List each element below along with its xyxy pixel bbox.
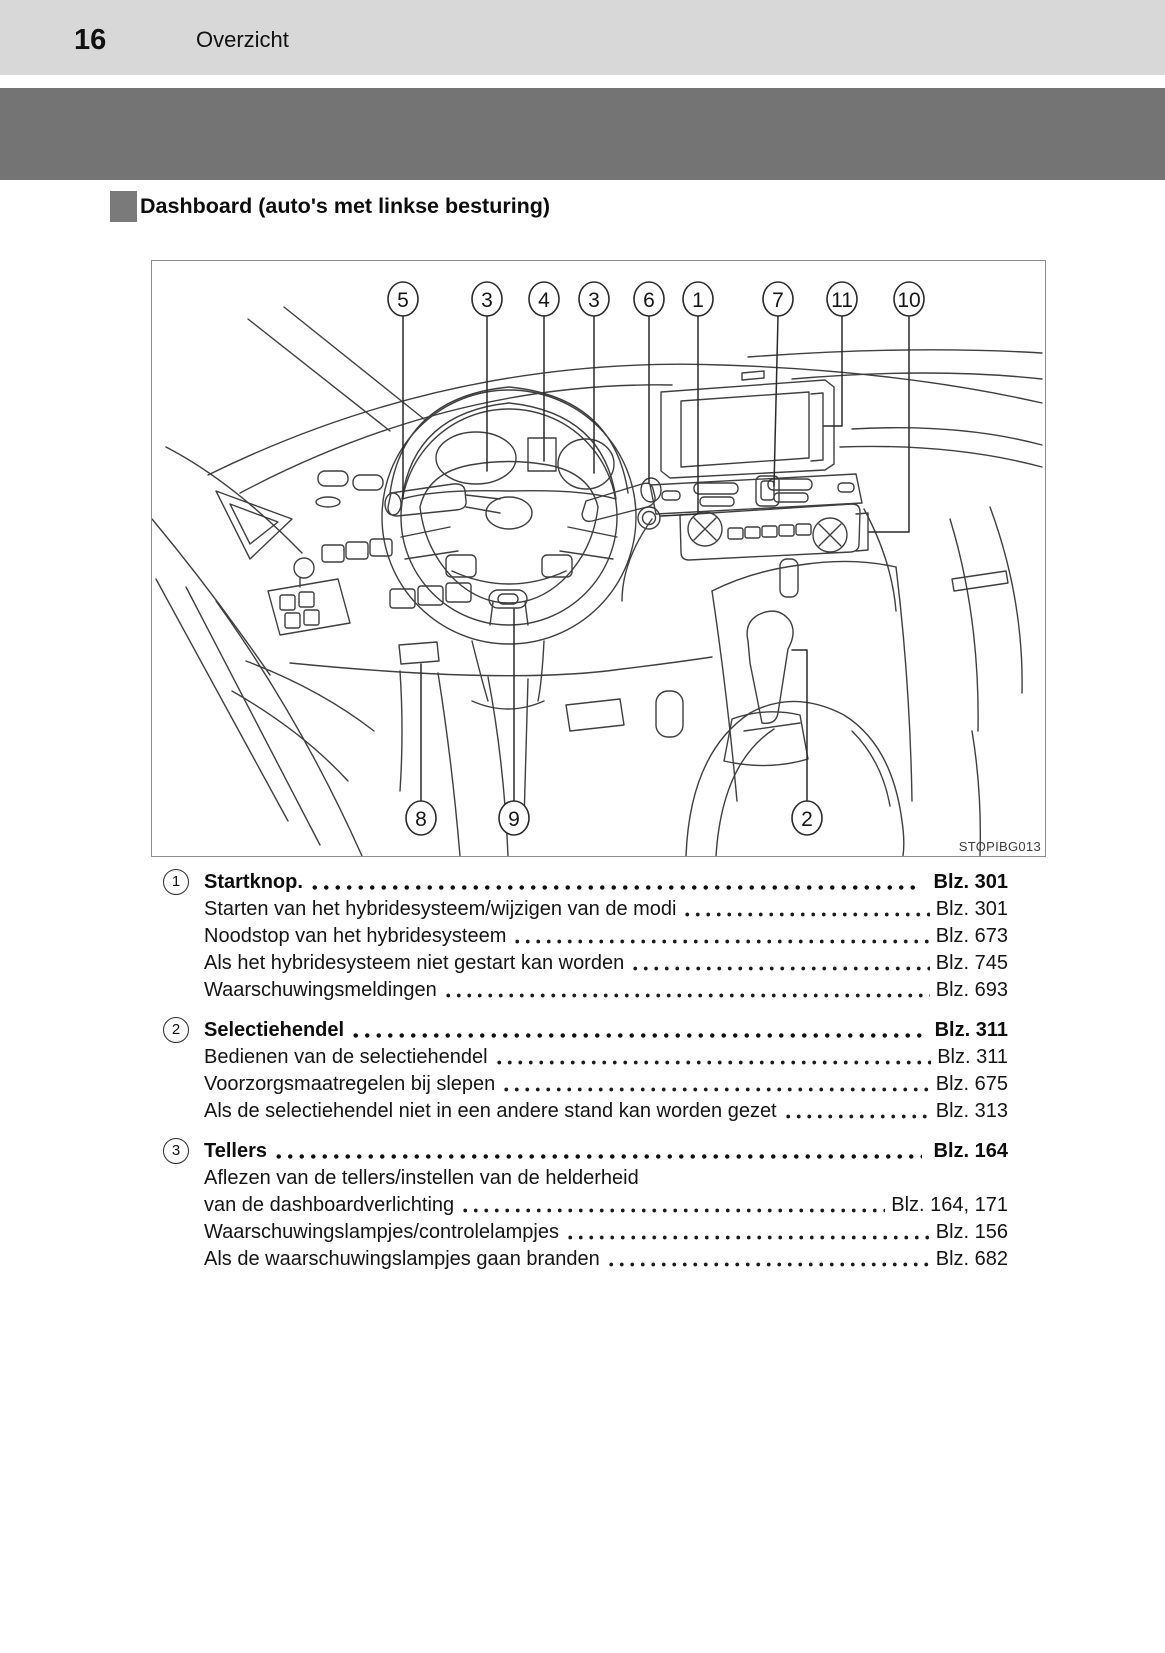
entry-page: Blz. 301 bbox=[933, 871, 1008, 893]
subentry-page: Blz. 693 bbox=[935, 979, 1008, 1001]
subentry-label: van de dashboardverlichting bbox=[204, 1194, 455, 1216]
dot-leader bbox=[564, 1219, 930, 1246]
dot-leader bbox=[273, 1138, 922, 1165]
subentry-label: Waarschuwingslampjes/controlelampjes bbox=[204, 1221, 559, 1243]
toc-entry-selectiehendel: 2 Selectiehendel Blz. 311 bbox=[163, 1016, 1008, 1044]
dot-leader bbox=[630, 950, 930, 977]
toc-subentry: Starten van het hybridesysteem/wijzigen … bbox=[163, 896, 1008, 923]
dashboard-illustration: 5 3 4 3 6 1 7 11 10 8 9 bbox=[152, 281, 1043, 856]
entry-page: Blz. 164 bbox=[933, 1140, 1008, 1162]
dot-leader bbox=[350, 1017, 923, 1044]
toc-subentry: Als de waarschuwingslampjes gaan branden… bbox=[163, 1246, 1008, 1273]
chapter-band bbox=[0, 88, 1165, 180]
dot-leader bbox=[442, 977, 930, 1004]
subentry-label: Starten van het hybridesysteem/wijzigen … bbox=[204, 898, 677, 920]
subentry-page: Blz. 156 bbox=[935, 1221, 1008, 1243]
dashboard-figure: 5 3 4 3 6 1 7 11 10 8 9 bbox=[151, 260, 1046, 857]
legend-list: 1 Startknop. Blz. 301 Starten van het hy… bbox=[163, 868, 1008, 1273]
subentry-label: Voorzorgsmaatregelen bij slepen bbox=[204, 1073, 496, 1095]
callout-4: 4 bbox=[538, 289, 550, 312]
subentry-label: Aflezen van de tellers/instellen van de … bbox=[204, 1167, 639, 1189]
entry-page: Blz. 311 bbox=[934, 1019, 1008, 1041]
subentry-label: Als de selectiehendel niet in een andere… bbox=[204, 1100, 777, 1122]
subentry-page: Blz. 745 bbox=[935, 952, 1008, 974]
shift-lever bbox=[723, 610, 809, 767]
toc-subentry: Bedienen van de selectiehendel Blz. 311 bbox=[163, 1044, 1008, 1071]
center-stack bbox=[621, 370, 897, 612]
header-bar bbox=[0, 0, 1165, 75]
subentry-page: Blz. 164, 171 bbox=[891, 1194, 1008, 1216]
callout-3a: 3 bbox=[481, 289, 493, 312]
callout-10: 10 bbox=[897, 289, 920, 312]
toc-entry-startknop: 1 Startknop. Blz. 301 bbox=[163, 868, 1008, 896]
dot-leader bbox=[493, 1044, 932, 1071]
entry-title: Selectiehendel bbox=[204, 1019, 345, 1041]
page-number: 16 bbox=[74, 24, 107, 56]
stalks bbox=[384, 477, 662, 530]
hazard-switch bbox=[755, 475, 780, 507]
toc-subentry: Waarschuwingsmeldingen Blz. 693 bbox=[163, 977, 1008, 1004]
toc-subentry: Noodstop van het hybridesysteem Blz. 673 bbox=[163, 923, 1008, 950]
callout-8: 8 bbox=[415, 808, 427, 831]
callout-6: 6 bbox=[643, 289, 655, 312]
section-name: Overzicht bbox=[196, 27, 289, 52]
callout-7: 7 bbox=[772, 289, 784, 312]
dot-leader bbox=[782, 1098, 930, 1125]
callout-leaders bbox=[402, 315, 910, 802]
callout-5: 5 bbox=[397, 289, 409, 312]
entry-title: Startknop. bbox=[204, 871, 303, 893]
callout-11: 11 bbox=[831, 289, 853, 312]
square-bullet-icon bbox=[110, 191, 137, 222]
toc-entry-tellers: 3 Tellers Blz. 164 bbox=[163, 1137, 1008, 1165]
subentry-page: Blz. 301 bbox=[935, 898, 1008, 920]
entry-title: Tellers bbox=[204, 1140, 267, 1162]
climate-panel bbox=[679, 503, 861, 561]
callout-3b: 3 bbox=[588, 289, 600, 312]
dot-leader bbox=[308, 869, 922, 896]
subentry-page: Blz. 313 bbox=[935, 1100, 1008, 1122]
dot-leader bbox=[605, 1246, 930, 1273]
subentry-label: Bedienen van de selectiehendel bbox=[204, 1046, 488, 1068]
subentry-label: Noodstop van het hybridesysteem bbox=[204, 925, 507, 947]
dot-leader bbox=[501, 1071, 930, 1098]
callout-1: 1 bbox=[692, 289, 704, 312]
entry-number-badge: 3 bbox=[163, 1137, 189, 1164]
subentry-label: Waarschuwingsmeldingen bbox=[204, 979, 437, 1001]
callout-9: 9 bbox=[508, 808, 520, 831]
toc-subentry: Voorzorgsmaatregelen bij slepen Blz. 675 bbox=[163, 1071, 1008, 1098]
subentry-label: Als de waarschuwingslampjes gaan branden bbox=[204, 1248, 600, 1270]
dot-leader bbox=[645, 1165, 1002, 1192]
start-button bbox=[637, 506, 661, 530]
subentry-page: Blz. 311 bbox=[937, 1046, 1008, 1068]
section-title-row: Dashboard (auto's met linkse besturing) bbox=[110, 191, 550, 222]
toc-subentry: Aflezen van de tellers/instellen van de … bbox=[163, 1165, 1008, 1192]
entry-number-badge: 2 bbox=[163, 1016, 189, 1043]
lower-panel-switch bbox=[398, 641, 440, 665]
dot-leader bbox=[460, 1192, 886, 1219]
subentry-page: Blz. 682 bbox=[935, 1248, 1008, 1270]
callout-2: 2 bbox=[801, 808, 813, 831]
toc-subentry: Als het hybridesysteem niet gestart kan … bbox=[163, 950, 1008, 977]
dot-leader bbox=[682, 896, 930, 923]
left-stalk bbox=[387, 483, 467, 517]
figure-code: STOPIBG013 bbox=[958, 839, 1041, 854]
steering-wheel bbox=[381, 389, 637, 645]
toc-subentry: van de dashboardverlichting Blz. 164, 17… bbox=[163, 1192, 1008, 1219]
callouts: 5 3 4 3 6 1 7 11 10 8 9 bbox=[387, 281, 925, 836]
instrument-cluster bbox=[389, 386, 629, 500]
subentry-page: Blz. 675 bbox=[935, 1073, 1008, 1095]
touchscreen bbox=[680, 391, 810, 468]
subentry-label: Als het hybridesysteem niet gestart kan … bbox=[204, 952, 625, 974]
section-title: Dashboard (auto's met linkse besturing) bbox=[140, 194, 551, 218]
toc-subentry: Waarschuwingslampjes/controlelampjes Blz… bbox=[163, 1219, 1008, 1246]
dashboard-lines bbox=[152, 306, 1043, 856]
entry-number-badge: 1 bbox=[163, 868, 189, 895]
dot-leader bbox=[512, 923, 930, 950]
wheel-bottom-switch bbox=[488, 589, 528, 609]
subentry-page: Blz. 673 bbox=[935, 925, 1008, 947]
toc-subentry: Als de selectiehendel niet in een andere… bbox=[163, 1098, 1008, 1125]
